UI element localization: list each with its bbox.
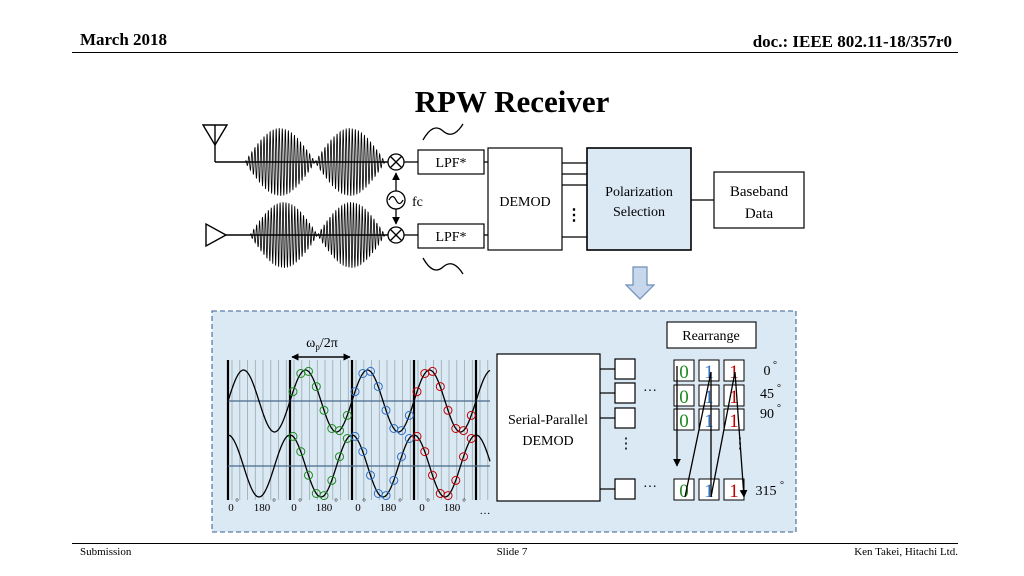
footer-slide-number: Slide 7	[496, 546, 528, 558]
phase-label: 180	[254, 502, 271, 514]
polarization-angle-label: 45	[760, 387, 774, 402]
phase-degree-mark: °	[235, 497, 239, 507]
phase-label: 180	[444, 502, 461, 514]
row-ellipsis-2: …	[643, 476, 657, 491]
oscillator-label: fc	[412, 195, 423, 210]
bit-value: 1	[729, 481, 739, 502]
rearrange-box	[666, 321, 757, 349]
phase-degree-mark: °	[272, 497, 276, 507]
mixer-lpf-connectors	[404, 161, 418, 236]
phase-label: 180	[380, 502, 397, 514]
header-date: March 2018	[80, 30, 168, 49]
baseband-data-box	[713, 171, 805, 229]
demod-label: DEMOD	[499, 195, 550, 210]
phase-label: 0	[355, 502, 361, 514]
bit-value: 1	[704, 411, 714, 432]
lpf-upper-label: LPF*	[435, 156, 466, 171]
demod-box	[487, 147, 563, 251]
angle-degree-mark: °	[773, 360, 777, 371]
bus-ellipsis: ⋮	[566, 207, 582, 224]
bit-cell	[673, 478, 695, 501]
phase-label-ellipsis: …	[480, 505, 491, 517]
phase-label: 0	[419, 502, 425, 514]
baseband-wave-lower	[422, 257, 464, 275]
bit-value: 0	[679, 387, 689, 408]
buffer-vellipsis: ⋮	[619, 436, 634, 452]
bit-cell	[673, 408, 695, 431]
output-buffers	[600, 358, 636, 500]
lpf-lower-label: LPF*	[435, 230, 466, 245]
baseband-label-line2: Data	[745, 206, 774, 222]
polarization-angle-label: 315	[756, 484, 777, 499]
footer-submission: Submission	[80, 546, 132, 558]
period-subscript: p	[315, 342, 320, 352]
phase-degree-mark: °	[334, 497, 338, 507]
bit-value: 0	[679, 411, 689, 432]
period-tail: /2π	[320, 336, 338, 351]
row-ellipsis-1: …	[643, 380, 657, 395]
bit-cell	[698, 408, 720, 431]
bit-value: 1	[729, 411, 739, 432]
lpf-upper-box	[417, 149, 485, 175]
baseband-label-line1: Baseband	[730, 184, 789, 200]
serial-parallel-demod-box	[496, 353, 601, 502]
slide-title: RPW Receiver	[414, 84, 610, 119]
polarization-label-line2: Selection	[613, 205, 665, 220]
rf-signal-upper	[244, 128, 386, 196]
bit-value: 0	[679, 481, 689, 502]
bit-value: 1	[729, 362, 739, 383]
bit-value: 1	[704, 387, 714, 408]
phase-axis-labels: 0°180°0°180°0°180°0°180°…	[228, 497, 490, 517]
bit-value: 1	[704, 362, 714, 383]
serial-parallel-label-line1: Serial-Parallel	[508, 413, 588, 428]
bit-value: 0	[679, 362, 689, 383]
phase-degree-mark: °	[462, 497, 466, 507]
polarization-angle-label: 90	[760, 407, 774, 422]
svg-text:ωp/2π: ωp/2π	[306, 336, 338, 352]
bit-value: 1	[729, 387, 739, 408]
footer-author: Ken Takei, Hitachi Ltd.	[854, 546, 958, 558]
phase-degree-mark: °	[362, 497, 366, 507]
mixer-lower-icon	[387, 226, 405, 244]
phase-degree-mark: °	[298, 497, 302, 507]
demod-polarization-bus	[562, 162, 587, 238]
polarization-selection-box	[586, 147, 692, 251]
sampled-waveforms	[226, 360, 491, 501]
polarization-angle-label: 0	[764, 364, 771, 379]
bit-cell	[723, 359, 745, 382]
oscillator-icon	[386, 172, 406, 225]
mixer-upper-icon	[387, 153, 405, 171]
serial-parallel-label-line2: DEMOD	[522, 434, 573, 449]
bit-cell	[698, 384, 720, 407]
header-rule	[72, 52, 958, 53]
phase-label: 0	[228, 502, 234, 514]
polarization-label-line1: Polarization	[605, 185, 673, 200]
angle-degree-mark: °	[780, 480, 784, 491]
phase-label: 180	[316, 502, 333, 514]
header-doc-id: doc.: IEEE 802.11-18/357r0	[752, 32, 952, 51]
period-omega: ω	[306, 336, 315, 351]
rearrange-label: Rearrange	[682, 329, 740, 344]
bit-cell	[673, 384, 695, 407]
baseband-wave-upper	[422, 123, 464, 141]
period-marker: ωp/2π	[291, 336, 351, 361]
bit-value: 1	[704, 481, 714, 502]
phase-degree-mark: °	[398, 497, 402, 507]
phase-degree-mark: °	[426, 497, 430, 507]
footer-rule	[72, 543, 958, 544]
down-arrow-icon	[624, 266, 656, 300]
angle-degree-mark: °	[777, 383, 781, 394]
lpf-lower-box	[417, 223, 485, 249]
bit-cell	[673, 359, 695, 382]
rf-signal-lower	[249, 202, 386, 268]
angle-degree-mark: °	[777, 403, 781, 414]
rearrange-zigzag-arrows	[673, 366, 748, 498]
phase-label: 0	[291, 502, 297, 514]
